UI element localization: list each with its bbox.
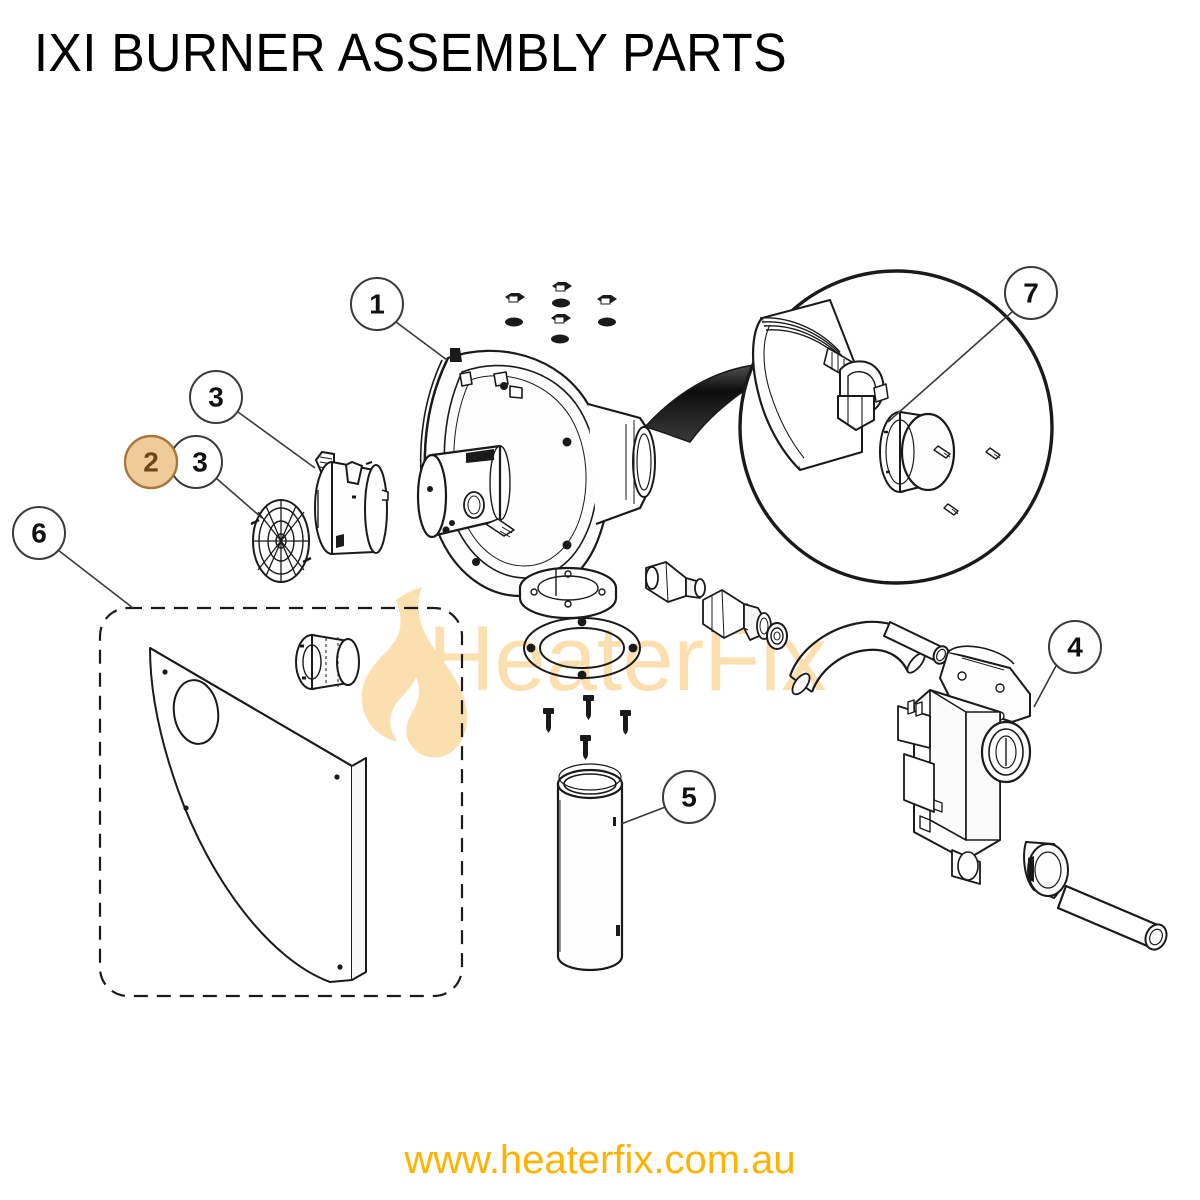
- callout-4-label: 4: [1067, 632, 1083, 663]
- hex-nut: [505, 293, 525, 303]
- hex-nut: [551, 314, 571, 324]
- callout-6-label: 6: [31, 518, 47, 549]
- leader-6: [57, 549, 134, 609]
- callout-4[interactable]: 4: [1048, 620, 1102, 674]
- sealing-washer: [766, 622, 788, 650]
- flame-icon: [361, 587, 468, 758]
- callout-6[interactable]: 6: [12, 506, 66, 560]
- callout-7-label: 7: [1023, 278, 1039, 309]
- blower-housing-assembly: [416, 348, 656, 620]
- leader-5: [620, 805, 669, 825]
- screw: [580, 735, 591, 760]
- callout-3-upper[interactable]: 3: [189, 370, 243, 424]
- leader-1: [395, 321, 448, 361]
- flat-washer: [505, 317, 523, 327]
- callout-markers[interactable]: 1 3 3 2 6 7: [12, 266, 1102, 824]
- leader-7: [887, 311, 1013, 423]
- callout-2-highlighted[interactable]: 2: [123, 434, 179, 490]
- leader-3-upper: [237, 411, 316, 469]
- outlet-pipe: [1056, 884, 1168, 951]
- flat-washer: [551, 334, 569, 344]
- footer-url[interactable]: www.heaterfix.com.au: [404, 1138, 796, 1182]
- burner-tube-screws: [543, 695, 631, 760]
- flange-gasket: [523, 617, 641, 680]
- callout-7[interactable]: 7: [1004, 266, 1058, 320]
- panel-group-dashed-outline: [98, 606, 464, 998]
- callout-3-lower-label: 3: [192, 447, 208, 478]
- callout-5[interactable]: 5: [662, 770, 716, 824]
- page-title: IXI BURNER ASSEMBLY PARTS: [34, 23, 788, 83]
- burner-tube: [556, 763, 624, 972]
- blower-collar: [295, 633, 360, 691]
- screw: [620, 710, 631, 735]
- panel-oval-cutout: [172, 679, 220, 745]
- gas-valve-assembly: [883, 621, 1168, 951]
- pipe-nipple: [645, 561, 706, 603]
- callout-5-label: 5: [681, 782, 697, 813]
- screw: [583, 695, 594, 720]
- callout-1-label: 1: [369, 289, 385, 320]
- fasteners-nuts-washers: [505, 282, 617, 344]
- leader-3-lower: [215, 477, 263, 519]
- screw: [543, 708, 554, 733]
- callout-leader-lines: [57, 311, 1058, 825]
- callout-3-upper-label: 3: [208, 382, 224, 413]
- side-panel: [149, 647, 367, 983]
- connector-plug: [837, 360, 889, 431]
- hex-union: [702, 589, 772, 641]
- outlet-gasket: [1023, 841, 1069, 899]
- end-cap: [879, 411, 956, 493]
- fan-grille: [250, 499, 312, 583]
- motor-detail-circle: [738, 269, 1054, 585]
- callout-2-label: 2: [143, 447, 159, 478]
- leader-4: [1033, 663, 1058, 708]
- callout-1[interactable]: 1: [350, 277, 404, 331]
- part-6-group: [98, 606, 464, 998]
- hex-nut: [552, 282, 572, 292]
- hex-nut: [597, 295, 617, 305]
- flat-washer: [552, 298, 570, 308]
- blower-clamp-band: [314, 450, 389, 556]
- flat-washer: [598, 317, 616, 327]
- screws: [933, 445, 1001, 516]
